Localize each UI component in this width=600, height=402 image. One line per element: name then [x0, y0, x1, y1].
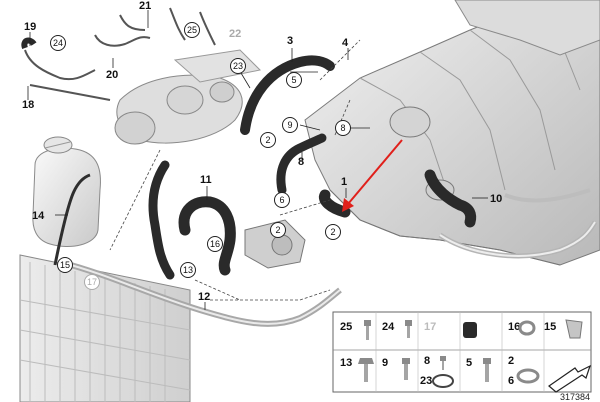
coolant-pipe-12: [59, 259, 342, 327]
circled-5: 5: [286, 72, 302, 88]
legend-ring-23: [432, 374, 454, 388]
svg-text:5: 5: [291, 75, 296, 85]
legend-16: 16: [508, 321, 520, 333]
hose-left: [148, 160, 175, 280]
expansion-tank: [32, 136, 101, 247]
callout-22: 22: [229, 28, 241, 40]
callout-4: 4: [342, 37, 349, 49]
callout-20: 20: [106, 69, 118, 81]
callout-7: 8: [298, 156, 304, 168]
legend-13: 13: [340, 357, 352, 369]
circled-2c: 2: [270, 222, 286, 238]
circled-13: 13: [180, 262, 196, 278]
hose-14: [53, 173, 91, 266]
callout-labels: 19 18 21 20 22 3 4 8 1 11 10 14 12: [22, 0, 502, 303]
exhaust-manifold: [114, 49, 262, 145]
callout-3: 3: [287, 35, 293, 47]
svg-text:15: 15: [60, 260, 70, 270]
legend-5: 5: [466, 357, 472, 369]
circled-9: 9: [282, 117, 298, 133]
legend-24: 24: [382, 321, 395, 333]
legend-bolt-24: [405, 320, 412, 338]
circled-15: 15: [57, 257, 73, 273]
legend-bolt-5: [483, 358, 491, 382]
svg-text:25: 25: [187, 25, 197, 35]
callout-14: 14: [32, 210, 45, 222]
legend-2: 2: [508, 355, 514, 367]
circled-23: 23: [230, 58, 246, 74]
circled-2a: 2: [260, 132, 276, 148]
rubber-hoses: [148, 55, 477, 280]
svg-text:9: 9: [287, 120, 292, 130]
circled-24: 24: [50, 35, 66, 51]
callout-18: 18: [22, 99, 34, 111]
legend-8: 8: [424, 355, 430, 367]
svg-text:23: 23: [233, 61, 243, 71]
legend-bolt-9: [402, 358, 410, 380]
callout-19: 19: [24, 21, 36, 33]
legend-bolt-25: [364, 320, 371, 340]
svg-text:17: 17: [87, 277, 97, 287]
circled-6: 6: [274, 192, 290, 208]
legend-9: 9: [382, 357, 388, 369]
legend-bolt-13: [358, 358, 374, 382]
legend-17: 17: [424, 321, 436, 333]
legend-6: 6: [508, 375, 514, 387]
callout-10: 10: [490, 193, 502, 205]
legend-clip-15: [565, 319, 583, 339]
legend-15: 15: [544, 321, 556, 333]
small-pipes-top: [24, 7, 216, 101]
legend-clip-16: [518, 320, 536, 336]
callout-12: 12: [198, 291, 210, 303]
svg-text:16: 16: [210, 239, 220, 249]
coolant-pipe-right: [438, 188, 598, 259]
callout-1: 1: [341, 176, 347, 188]
red-indicator-arrow: [342, 139, 403, 212]
hose-3: [240, 55, 335, 135]
circled-callouts: 24 25 23 5 9 8 2 2 6 2 16 13 15 17: [50, 22, 351, 290]
svg-text:24: 24: [53, 38, 63, 48]
parts-legend: 25 24 17 16 15 13 9 8 23 5 2 6: [332, 311, 592, 393]
hose-19: [21, 37, 37, 50]
svg-text:2: 2: [275, 225, 280, 235]
document-number: 317384: [560, 392, 590, 402]
legend-25: 25: [340, 321, 352, 333]
svg-text:13: 13: [183, 265, 193, 275]
svg-text:8: 8: [340, 123, 345, 133]
circled-2b: 2: [325, 224, 341, 240]
circled-17: 17: [84, 274, 100, 290]
svg-text:6: 6: [279, 195, 284, 205]
circled-16: 16: [207, 236, 223, 252]
hose-11: [178, 196, 236, 276]
circled-8: 8: [335, 120, 351, 136]
svg-text:2: 2: [330, 227, 335, 237]
legend-direction-arrow: [548, 364, 592, 393]
callout-21: 21: [139, 0, 151, 12]
legend-grommet-17: [463, 322, 477, 338]
hose-10: [424, 169, 477, 228]
circled-25: 25: [184, 22, 200, 38]
legend-bolt-8: [440, 356, 446, 370]
legend-clamp-2-6: [516, 368, 540, 384]
svg-text:2: 2: [265, 135, 270, 145]
legend-23: 23: [420, 375, 432, 387]
thermostat-housing: [244, 219, 306, 269]
hose-1: [318, 189, 351, 218]
hose-7: [276, 133, 327, 195]
callout-11: 11: [200, 174, 212, 186]
